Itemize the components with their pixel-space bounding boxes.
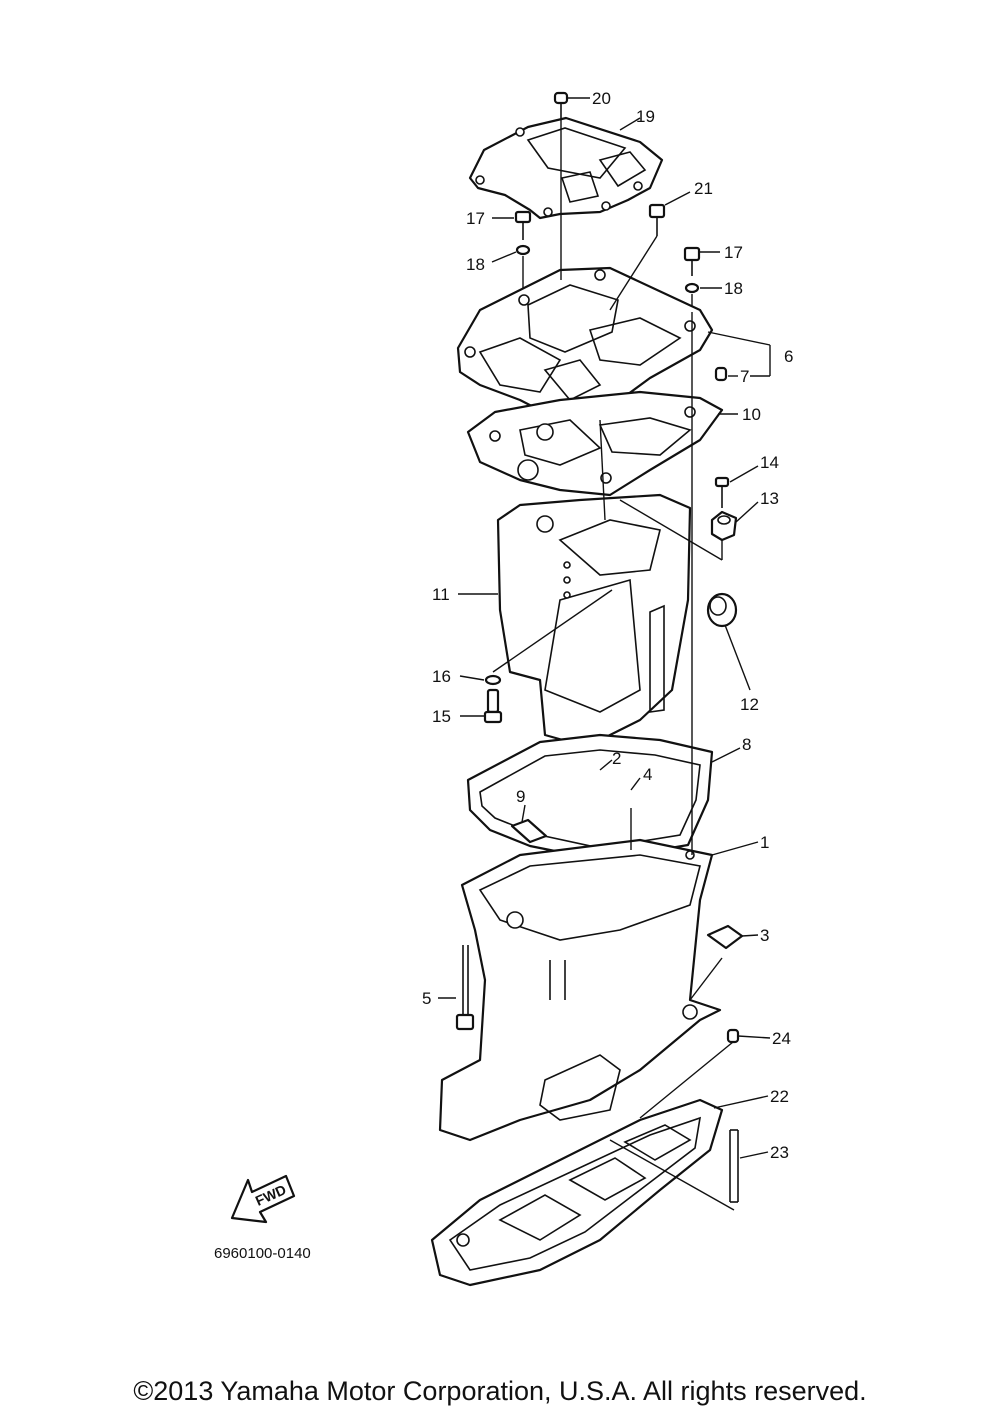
- part-19-top-gasket: [468, 116, 664, 220]
- part-3-cover: [706, 924, 744, 950]
- callout-15: 15: [432, 707, 451, 726]
- part-17-bolt-left: [514, 210, 532, 240]
- callout-23: 23: [770, 1143, 789, 1162]
- callout-14: 14: [760, 453, 779, 472]
- part-22-apron: [430, 1098, 724, 1287]
- part-14-screw: [714, 476, 730, 508]
- callout-20: 20: [592, 89, 611, 108]
- callout-11: 11: [432, 585, 450, 604]
- callout-labels: 20 19 17 18 21 17 18 6 7 10 14 13 11 12 …: [422, 89, 793, 1162]
- part-5-long-bolt: [455, 945, 475, 1031]
- part-12-plug: [706, 592, 738, 628]
- part-15-bolt: [483, 688, 503, 724]
- part-11-muffler: [496, 493, 692, 744]
- callout-17-left: 17: [466, 209, 485, 228]
- callout-8: 8: [742, 735, 751, 754]
- callout-7: 7: [740, 367, 749, 386]
- part-17-bolt-right: [683, 246, 701, 276]
- part-8-rubber-seal: [466, 733, 714, 862]
- callout-13: 13: [760, 489, 779, 508]
- callout-16: 16: [432, 667, 451, 686]
- callout-21: 21: [694, 179, 713, 198]
- part-20-cap: [553, 91, 569, 118]
- callout-22: 22: [770, 1087, 789, 1106]
- part-13-grommet: [710, 510, 738, 542]
- callout-9: 9: [516, 787, 525, 806]
- part-1-upper-casing: [438, 838, 722, 1142]
- callout-1: 1: [760, 833, 769, 852]
- fwd-arrow-icon: FWD: [230, 1174, 296, 1224]
- leader-lines: [438, 97, 771, 1211]
- callout-3: 3: [760, 926, 769, 945]
- copyright-notice: ©2013 Yamaha Motor Corporation, U.S.A. A…: [133, 1376, 867, 1406]
- diagram-reference-code: 6960100-0140: [214, 1245, 311, 1262]
- callout-24: 24: [772, 1029, 791, 1048]
- part-24-pin: [726, 1028, 740, 1044]
- part-16-washer: [484, 674, 502, 686]
- callout-17-right: 17: [724, 243, 743, 262]
- part-23-stud: [729, 1129, 739, 1203]
- callout-19: 19: [636, 107, 655, 126]
- callout-2: 2: [612, 749, 621, 768]
- callout-5: 5: [422, 989, 431, 1008]
- callout-4: 4: [643, 765, 652, 784]
- callout-18-right: 18: [724, 279, 743, 298]
- part-7-dowel: [714, 366, 728, 382]
- callout-10: 10: [742, 405, 761, 424]
- part-10-gasket: [466, 390, 724, 497]
- callout-12: 12: [740, 695, 759, 714]
- callout-18-left: 18: [466, 255, 485, 274]
- callout-6: 6: [784, 347, 793, 366]
- part-21-bolt: [648, 203, 666, 236]
